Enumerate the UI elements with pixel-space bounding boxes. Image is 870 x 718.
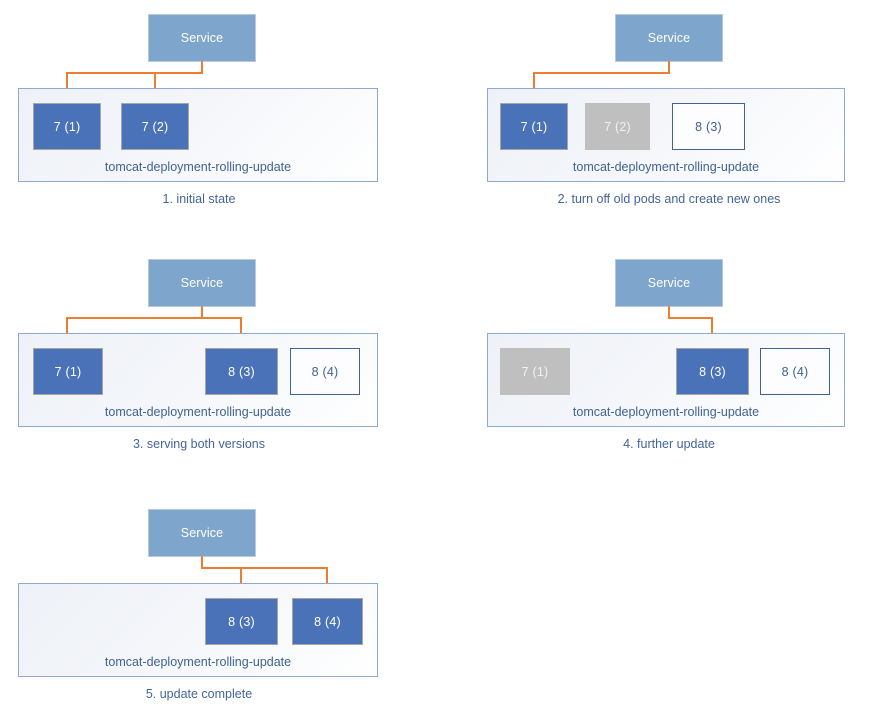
pod-8-3[interactable]: 8 (3)	[672, 103, 745, 150]
panel-1-initial-state: Service tomcat-deployment-rolling-update…	[0, 0, 435, 230]
deployment-label: tomcat-deployment-rolling-update	[104, 160, 292, 174]
panel-5-update-complete: Service tomcat-deployment-rolling-update…	[0, 490, 435, 718]
deployment-label: tomcat-deployment-rolling-update	[104, 405, 292, 419]
pod-label: 8 (3)	[228, 364, 255, 379]
service-label: Service	[180, 526, 224, 540]
caption-text: 4. further update	[623, 437, 715, 451]
pod-label: 8 (4)	[311, 364, 339, 379]
pod-label: 7 (1)	[53, 119, 81, 134]
pod-7-1[interactable]: 7 (1)	[500, 348, 570, 395]
pod-label: 7 (2)	[141, 119, 169, 134]
pod-8-3[interactable]: 8 (3)	[205, 598, 278, 645]
panel-2-turn-off-old-pods: Service tomcat-deployment-rolling-update…	[435, 0, 870, 230]
service-label: Service	[647, 31, 691, 45]
deployment-label: tomcat-deployment-rolling-update	[572, 160, 760, 174]
pod-label: 8 (3)	[699, 364, 726, 379]
pod-label: 8 (4)	[781, 364, 809, 379]
panel-3-serving-both-versions: Service tomcat-deployment-rolling-update…	[0, 245, 435, 475]
pod-label: 8 (3)	[228, 614, 255, 629]
pod-7-1[interactable]: 7 (1)	[33, 348, 103, 395]
pod-label: 8 (4)	[314, 614, 341, 629]
pod-8-4[interactable]: 8 (4)	[292, 598, 363, 645]
caption-text: 2. turn off old pods and create new ones	[557, 192, 781, 206]
caption-text: 5. update complete	[145, 687, 253, 701]
panel-caption: 2. turn off old pods and create new ones	[475, 192, 863, 206]
panel-caption: 5. update complete	[0, 687, 398, 701]
service-label: Service	[647, 276, 691, 290]
pod-8-3[interactable]: 8 (3)	[676, 348, 749, 395]
pod-label: 7 (2)	[604, 119, 631, 134]
deployment-label: tomcat-deployment-rolling-update	[572, 405, 760, 419]
pod-7-2[interactable]: 7 (2)	[585, 103, 650, 150]
pod-label: 7 (1)	[520, 119, 548, 134]
pod-8-4[interactable]: 8 (4)	[290, 348, 360, 395]
service-box: Service	[148, 259, 256, 307]
service-label: Service	[180, 31, 224, 45]
service-box: Service	[615, 259, 723, 307]
caption-text: 3. serving both versions	[132, 437, 265, 451]
panel-caption: 3. serving both versions	[0, 437, 398, 451]
panel-caption: 4. further update	[475, 437, 863, 451]
caption-text: 1. initial state	[162, 192, 236, 206]
service-box: Service	[148, 14, 256, 62]
service-box: Service	[615, 14, 723, 62]
service-box: Service	[148, 509, 256, 557]
panel-4-further-update: Service tomcat-deployment-rolling-update…	[435, 245, 870, 475]
pod-7-2[interactable]: 7 (2)	[121, 103, 189, 150]
pod-label: 7 (1)	[54, 364, 82, 379]
pod-label: 8 (3)	[695, 119, 722, 134]
pod-7-1[interactable]: 7 (1)	[33, 103, 101, 150]
pod-label: 7 (1)	[521, 364, 549, 379]
pod-7-1[interactable]: 7 (1)	[500, 103, 568, 150]
panel-caption: 1. initial state	[0, 192, 398, 206]
pod-8-3[interactable]: 8 (3)	[205, 348, 278, 395]
pod-8-4[interactable]: 8 (4)	[760, 348, 830, 395]
service-label: Service	[180, 276, 224, 290]
deployment-label: tomcat-deployment-rolling-update	[104, 655, 292, 669]
